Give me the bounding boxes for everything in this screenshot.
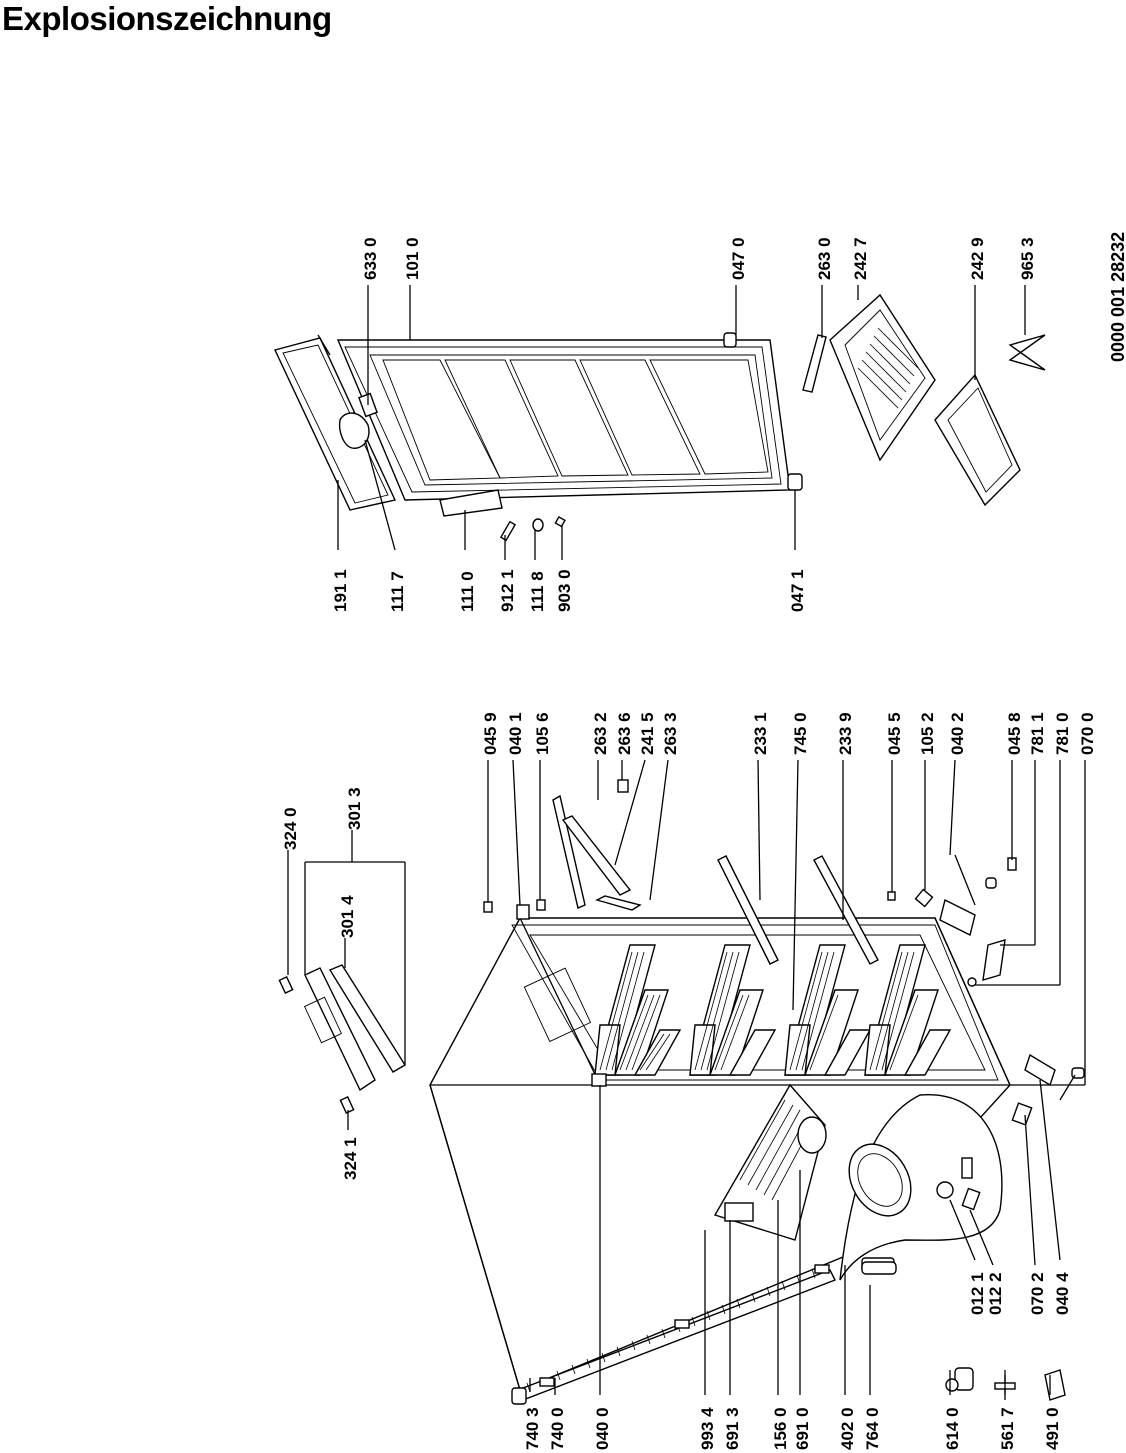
label-045-5: 045 5 bbox=[885, 712, 904, 755]
label-233-1: 233 1 bbox=[751, 712, 770, 755]
label-263-2: 263 2 bbox=[591, 712, 610, 755]
evaporator-shelves bbox=[594, 944, 951, 1076]
label-105-2: 105 2 bbox=[918, 712, 937, 755]
label-040-1: 040 1 bbox=[506, 712, 525, 755]
label-993-4: 993 4 bbox=[698, 1407, 717, 1450]
label-012-1: 012 1 bbox=[968, 1272, 987, 1315]
label-903-0: 903 0 bbox=[555, 569, 574, 612]
compressor-area bbox=[713, 1083, 1003, 1281]
label-040-0: 040 0 bbox=[593, 1407, 612, 1450]
label-070-0: 070 0 bbox=[1078, 712, 1097, 755]
label-781-1: 781 1 bbox=[1028, 712, 1047, 755]
label-263-6: 263 6 bbox=[615, 712, 634, 755]
label-241-5: 241 5 bbox=[638, 712, 657, 755]
label-633-0: 633 0 bbox=[361, 237, 380, 280]
label-691-0: 691 0 bbox=[793, 1407, 812, 1450]
label-012-2: 012 2 bbox=[986, 1272, 1005, 1315]
label-301-3: 301 3 bbox=[345, 787, 364, 830]
label-111-0: 111 0 bbox=[458, 571, 477, 612]
label-156-0: 156 0 bbox=[771, 1407, 790, 1450]
drawers bbox=[802, 293, 1046, 507]
label-324-1: 324 1 bbox=[341, 1137, 360, 1180]
label-301-4: 301 4 bbox=[338, 895, 357, 938]
label-111-8: 111 8 bbox=[528, 571, 547, 612]
label-965-3: 965 3 bbox=[1018, 237, 1037, 280]
label-781-0: 781 0 bbox=[1053, 712, 1072, 755]
label-764-0: 764 0 bbox=[863, 1407, 882, 1450]
document-code: 0000 001 28232 bbox=[1108, 232, 1126, 362]
label-745-0: 745 0 bbox=[791, 712, 810, 755]
label-691-3: 691 3 bbox=[723, 1407, 742, 1450]
label-111-7: 111 7 bbox=[388, 571, 407, 612]
label-070-2: 070 2 bbox=[1028, 1272, 1047, 1315]
label-263-3: 263 3 bbox=[661, 712, 680, 755]
door bbox=[274, 332, 803, 542]
label-101-0: 101 0 bbox=[403, 237, 422, 280]
label-912-1: 912 1 bbox=[498, 569, 517, 612]
label-045-8: 045 8 bbox=[1005, 712, 1024, 755]
label-402-0: 402 0 bbox=[838, 1407, 857, 1450]
page-title: Explosionszeichnung bbox=[2, 0, 332, 37]
label-233-9: 233 9 bbox=[836, 712, 855, 755]
control-panel bbox=[278, 964, 406, 1114]
label-561-7: 561 7 bbox=[998, 1407, 1017, 1450]
label-614-0: 614 0 bbox=[943, 1407, 962, 1450]
fittings bbox=[483, 779, 1085, 1275]
label-047-1: 047 1 bbox=[788, 569, 807, 612]
label-740-0: 740 0 bbox=[548, 1407, 567, 1450]
label-040-4: 040 4 bbox=[1053, 1272, 1072, 1315]
label-045-9: 045 9 bbox=[481, 712, 500, 755]
label-047-0: 047 0 bbox=[729, 237, 748, 280]
label-191-1: 191 1 bbox=[331, 569, 350, 612]
label-242-9: 242 9 bbox=[968, 237, 987, 280]
label-242-7: 242 7 bbox=[851, 237, 870, 280]
label-263-0: 263 0 bbox=[815, 237, 834, 280]
condenser bbox=[511, 1264, 836, 1405]
label-040-2: 040 2 bbox=[948, 712, 967, 755]
label-740-3: 740 3 bbox=[523, 1407, 542, 1450]
leader-lines bbox=[287, 285, 1086, 1395]
label-324-0: 324 0 bbox=[281, 807, 300, 850]
part-labels: 740 3 740 0 040 0 993 4 691 3 156 0 691 … bbox=[281, 232, 1126, 1450]
label-491-0: 491 0 bbox=[1043, 1407, 1062, 1450]
label-105-6: 105 6 bbox=[533, 712, 552, 755]
